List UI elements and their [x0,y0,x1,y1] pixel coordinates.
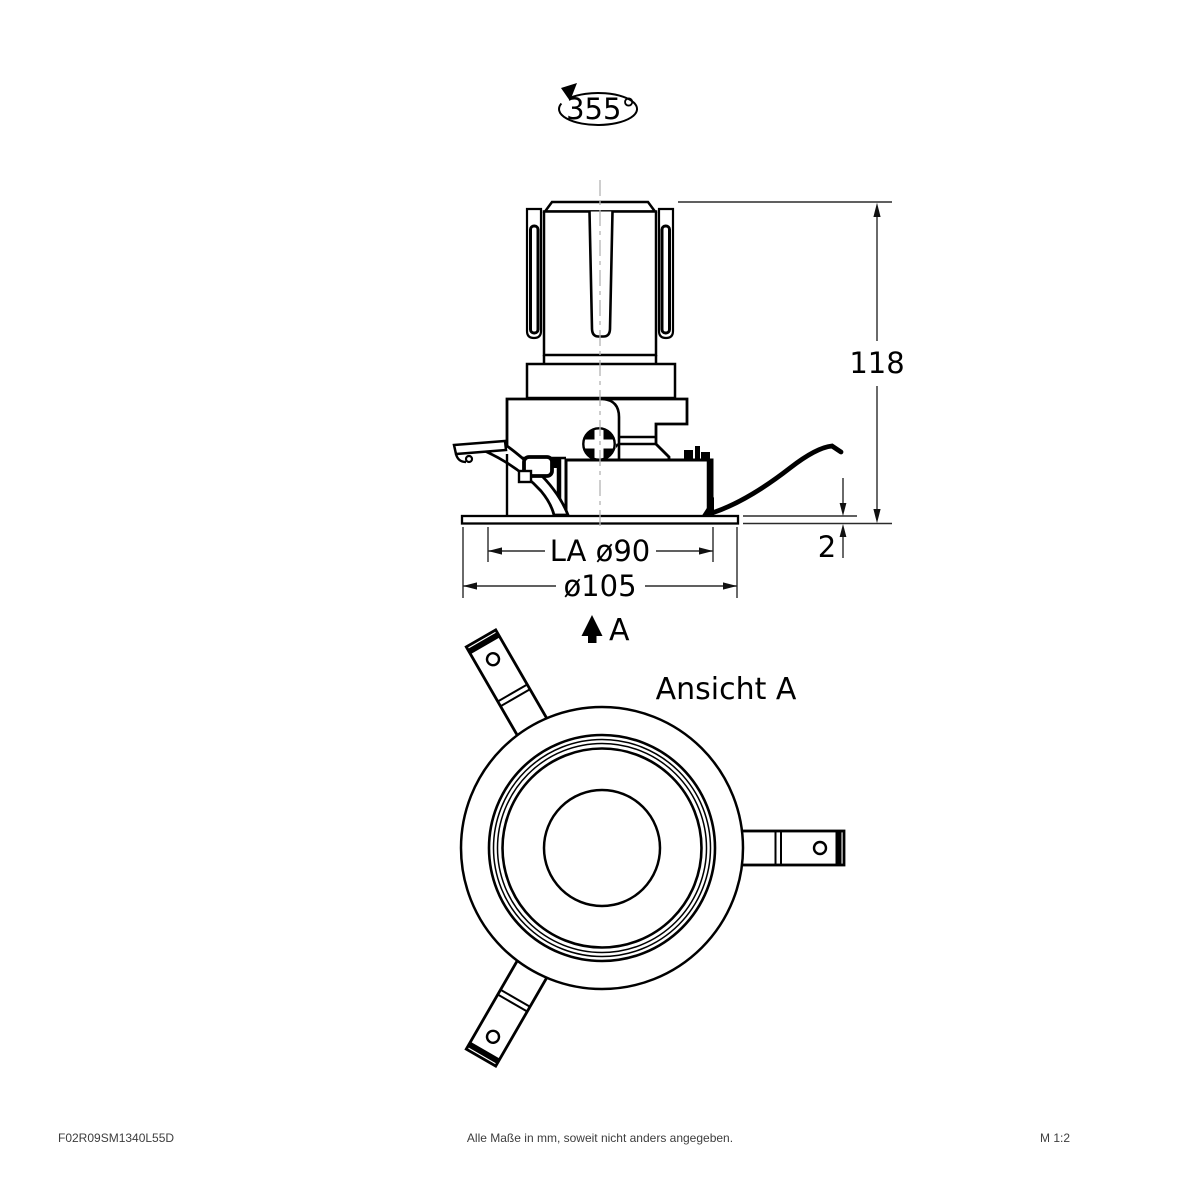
rotation-angle-label: 355° [566,92,636,126]
dimension-height: 118 [678,201,905,525]
lens-circle [542,788,662,908]
wire-spring [702,443,844,516]
dimensions: 118 2 LA ø90 ø105 [462,201,905,648]
outer-diameter-dim-label: ø105 [563,569,636,603]
footer: F02R09SM1340L55D Alle Maße in mm, soweit… [58,1131,1070,1145]
view-direction-marker: A [581,613,630,648]
view-arrow-label: A [609,613,630,648]
collar [525,362,677,400]
dimension-cutout: LA ø90 [487,527,714,568]
retention-spring [452,439,571,517]
view-direction-arrow-icon [581,615,603,636]
rotation-arrow-icon [561,83,577,101]
phillips-screw-icon [582,427,616,461]
bezel-ring [487,733,717,963]
bottom-view-title: Ansicht A [656,672,797,707]
heatsink-center-slot [588,211,614,338]
dimension-plate-thickness: 2 [818,478,847,564]
connector-box [564,446,714,518]
cutout-dim-label: LA ø90 [550,534,651,568]
bottom-view: Ansicht A [459,628,846,1068]
scale-label: M 1:2 [1040,1131,1070,1145]
heatsink-fins [525,207,675,340]
side-view [452,180,844,529]
plate-thickness-dim-label: 2 [818,530,836,564]
height-dim-label: 118 [849,346,904,380]
article-number: F02R09SM1340L55D [58,1131,174,1145]
dimension-outer-diameter: ø105 [462,527,738,603]
rotation-symbol: 355° [558,83,639,126]
footer-note: Alle Maße in mm, soweit nicht anders ang… [467,1131,733,1145]
